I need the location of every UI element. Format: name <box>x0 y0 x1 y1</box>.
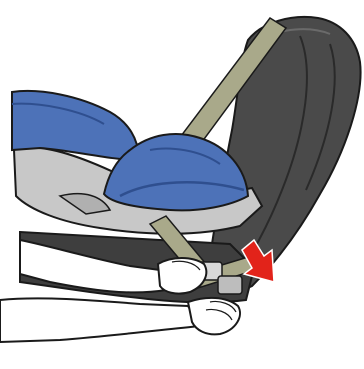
left-arm <box>0 298 240 342</box>
